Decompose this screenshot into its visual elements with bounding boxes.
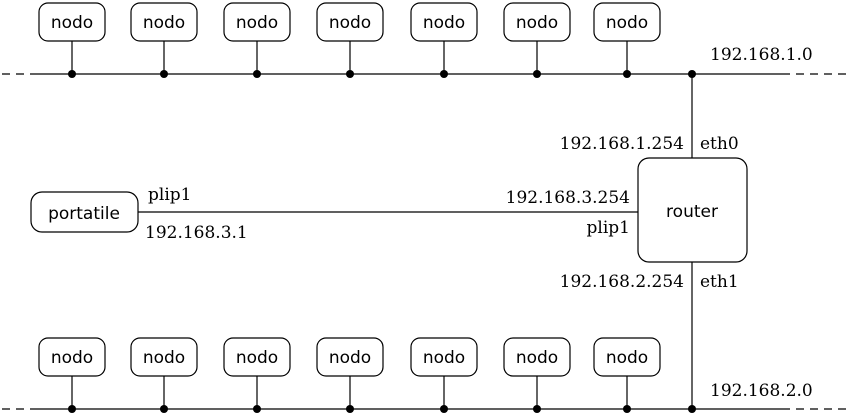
bottom-node-label: nodo xyxy=(236,348,278,368)
bottom-node-label: nodo xyxy=(51,348,93,368)
bottom-node-box[interactable] xyxy=(503,337,571,377)
laptop-iface: plip1 xyxy=(148,185,191,205)
top-node-junction xyxy=(68,70,76,78)
top-node-group: nodo nodo nodo nodo nodo nodo nodo xyxy=(38,2,661,78)
router-eth1-iface: eth1 xyxy=(700,272,739,292)
top-node-label: nodo xyxy=(143,13,185,33)
bottom-node-junction xyxy=(253,405,261,413)
top-node-box[interactable] xyxy=(38,2,106,42)
bottom-node-box[interactable] xyxy=(38,337,106,377)
top-node-label: nodo xyxy=(516,13,558,33)
top-node-4[interactable]: nodo xyxy=(316,2,384,78)
laptop-box[interactable] xyxy=(30,191,139,233)
top-node-box[interactable] xyxy=(316,2,384,42)
router-plip-ip: 192.168.3.254 xyxy=(506,188,630,208)
bottom-node-label: nodo xyxy=(423,348,465,368)
bottom-node-group: nodo nodo nodo nodo nodo nodo nodo xyxy=(38,337,661,413)
bottom-node-junction xyxy=(160,405,168,413)
top-node-box[interactable] xyxy=(503,2,571,42)
top-node-box[interactable] xyxy=(410,2,478,42)
top-network-address: 192.168.1.0 xyxy=(710,45,813,65)
bottom-node-label: nodo xyxy=(143,348,185,368)
router-label: router xyxy=(666,202,718,222)
router-box[interactable] xyxy=(637,157,748,263)
top-node-7[interactable]: nodo xyxy=(593,2,661,78)
bottom-node-4[interactable]: nodo xyxy=(316,337,384,413)
top-node-label: nodo xyxy=(606,13,648,33)
laptop-label: portatile xyxy=(48,204,120,224)
bottom-node-junction xyxy=(68,405,76,413)
bottom-bus-router-junction xyxy=(688,405,696,413)
top-node-junction xyxy=(346,70,354,78)
top-bus-router-junction xyxy=(688,70,696,78)
router-eth0-iface: eth0 xyxy=(700,134,739,154)
bottom-node-box[interactable] xyxy=(410,337,478,377)
top-node-1[interactable]: nodo xyxy=(38,2,106,78)
top-node-2[interactable]: nodo xyxy=(130,2,198,78)
bottom-node-label: nodo xyxy=(329,348,371,368)
laptop-ip: 192.168.3.1 xyxy=(145,223,248,243)
top-node-junction xyxy=(623,70,631,78)
top-node-label: nodo xyxy=(329,13,371,33)
router-eth1-ip: 192.168.2.254 xyxy=(560,272,684,292)
top-node-box[interactable] xyxy=(130,2,198,42)
top-node-junction xyxy=(440,70,448,78)
bottom-node-5[interactable]: nodo xyxy=(410,337,478,413)
bottom-network-address: 192.168.2.0 xyxy=(710,381,813,401)
bottom-node-6[interactable]: nodo xyxy=(503,337,571,413)
top-node-box[interactable] xyxy=(223,2,291,42)
bottom-node-label: nodo xyxy=(606,348,648,368)
top-node-junction xyxy=(253,70,261,78)
bottom-node-box[interactable] xyxy=(223,337,291,377)
top-node-label: nodo xyxy=(423,13,465,33)
bottom-node-box[interactable] xyxy=(316,337,384,377)
router-eth0-ip: 192.168.1.254 xyxy=(560,134,684,154)
bottom-node-label: nodo xyxy=(516,348,558,368)
top-node-junction xyxy=(533,70,541,78)
bottom-node-box[interactable] xyxy=(593,337,661,377)
top-node-3[interactable]: nodo xyxy=(223,2,291,78)
bottom-node-junction xyxy=(533,405,541,413)
bottom-node-3[interactable]: nodo xyxy=(223,337,291,413)
bottom-node-junction xyxy=(623,405,631,413)
bottom-node-1[interactable]: nodo xyxy=(38,337,106,413)
top-node-junction xyxy=(160,70,168,78)
top-node-label: nodo xyxy=(236,13,278,33)
bottom-node-junction xyxy=(346,405,354,413)
top-node-label: nodo xyxy=(51,13,93,33)
bottom-node-junction xyxy=(440,405,448,413)
top-node-box[interactable] xyxy=(593,2,661,42)
bottom-node-2[interactable]: nodo xyxy=(130,337,198,413)
bottom-node-7[interactable]: nodo xyxy=(593,337,661,413)
top-node-5[interactable]: nodo xyxy=(410,2,478,78)
router-plip-iface: plip1 xyxy=(587,218,630,238)
bottom-node-box[interactable] xyxy=(130,337,198,377)
top-node-6[interactable]: nodo xyxy=(503,2,571,78)
